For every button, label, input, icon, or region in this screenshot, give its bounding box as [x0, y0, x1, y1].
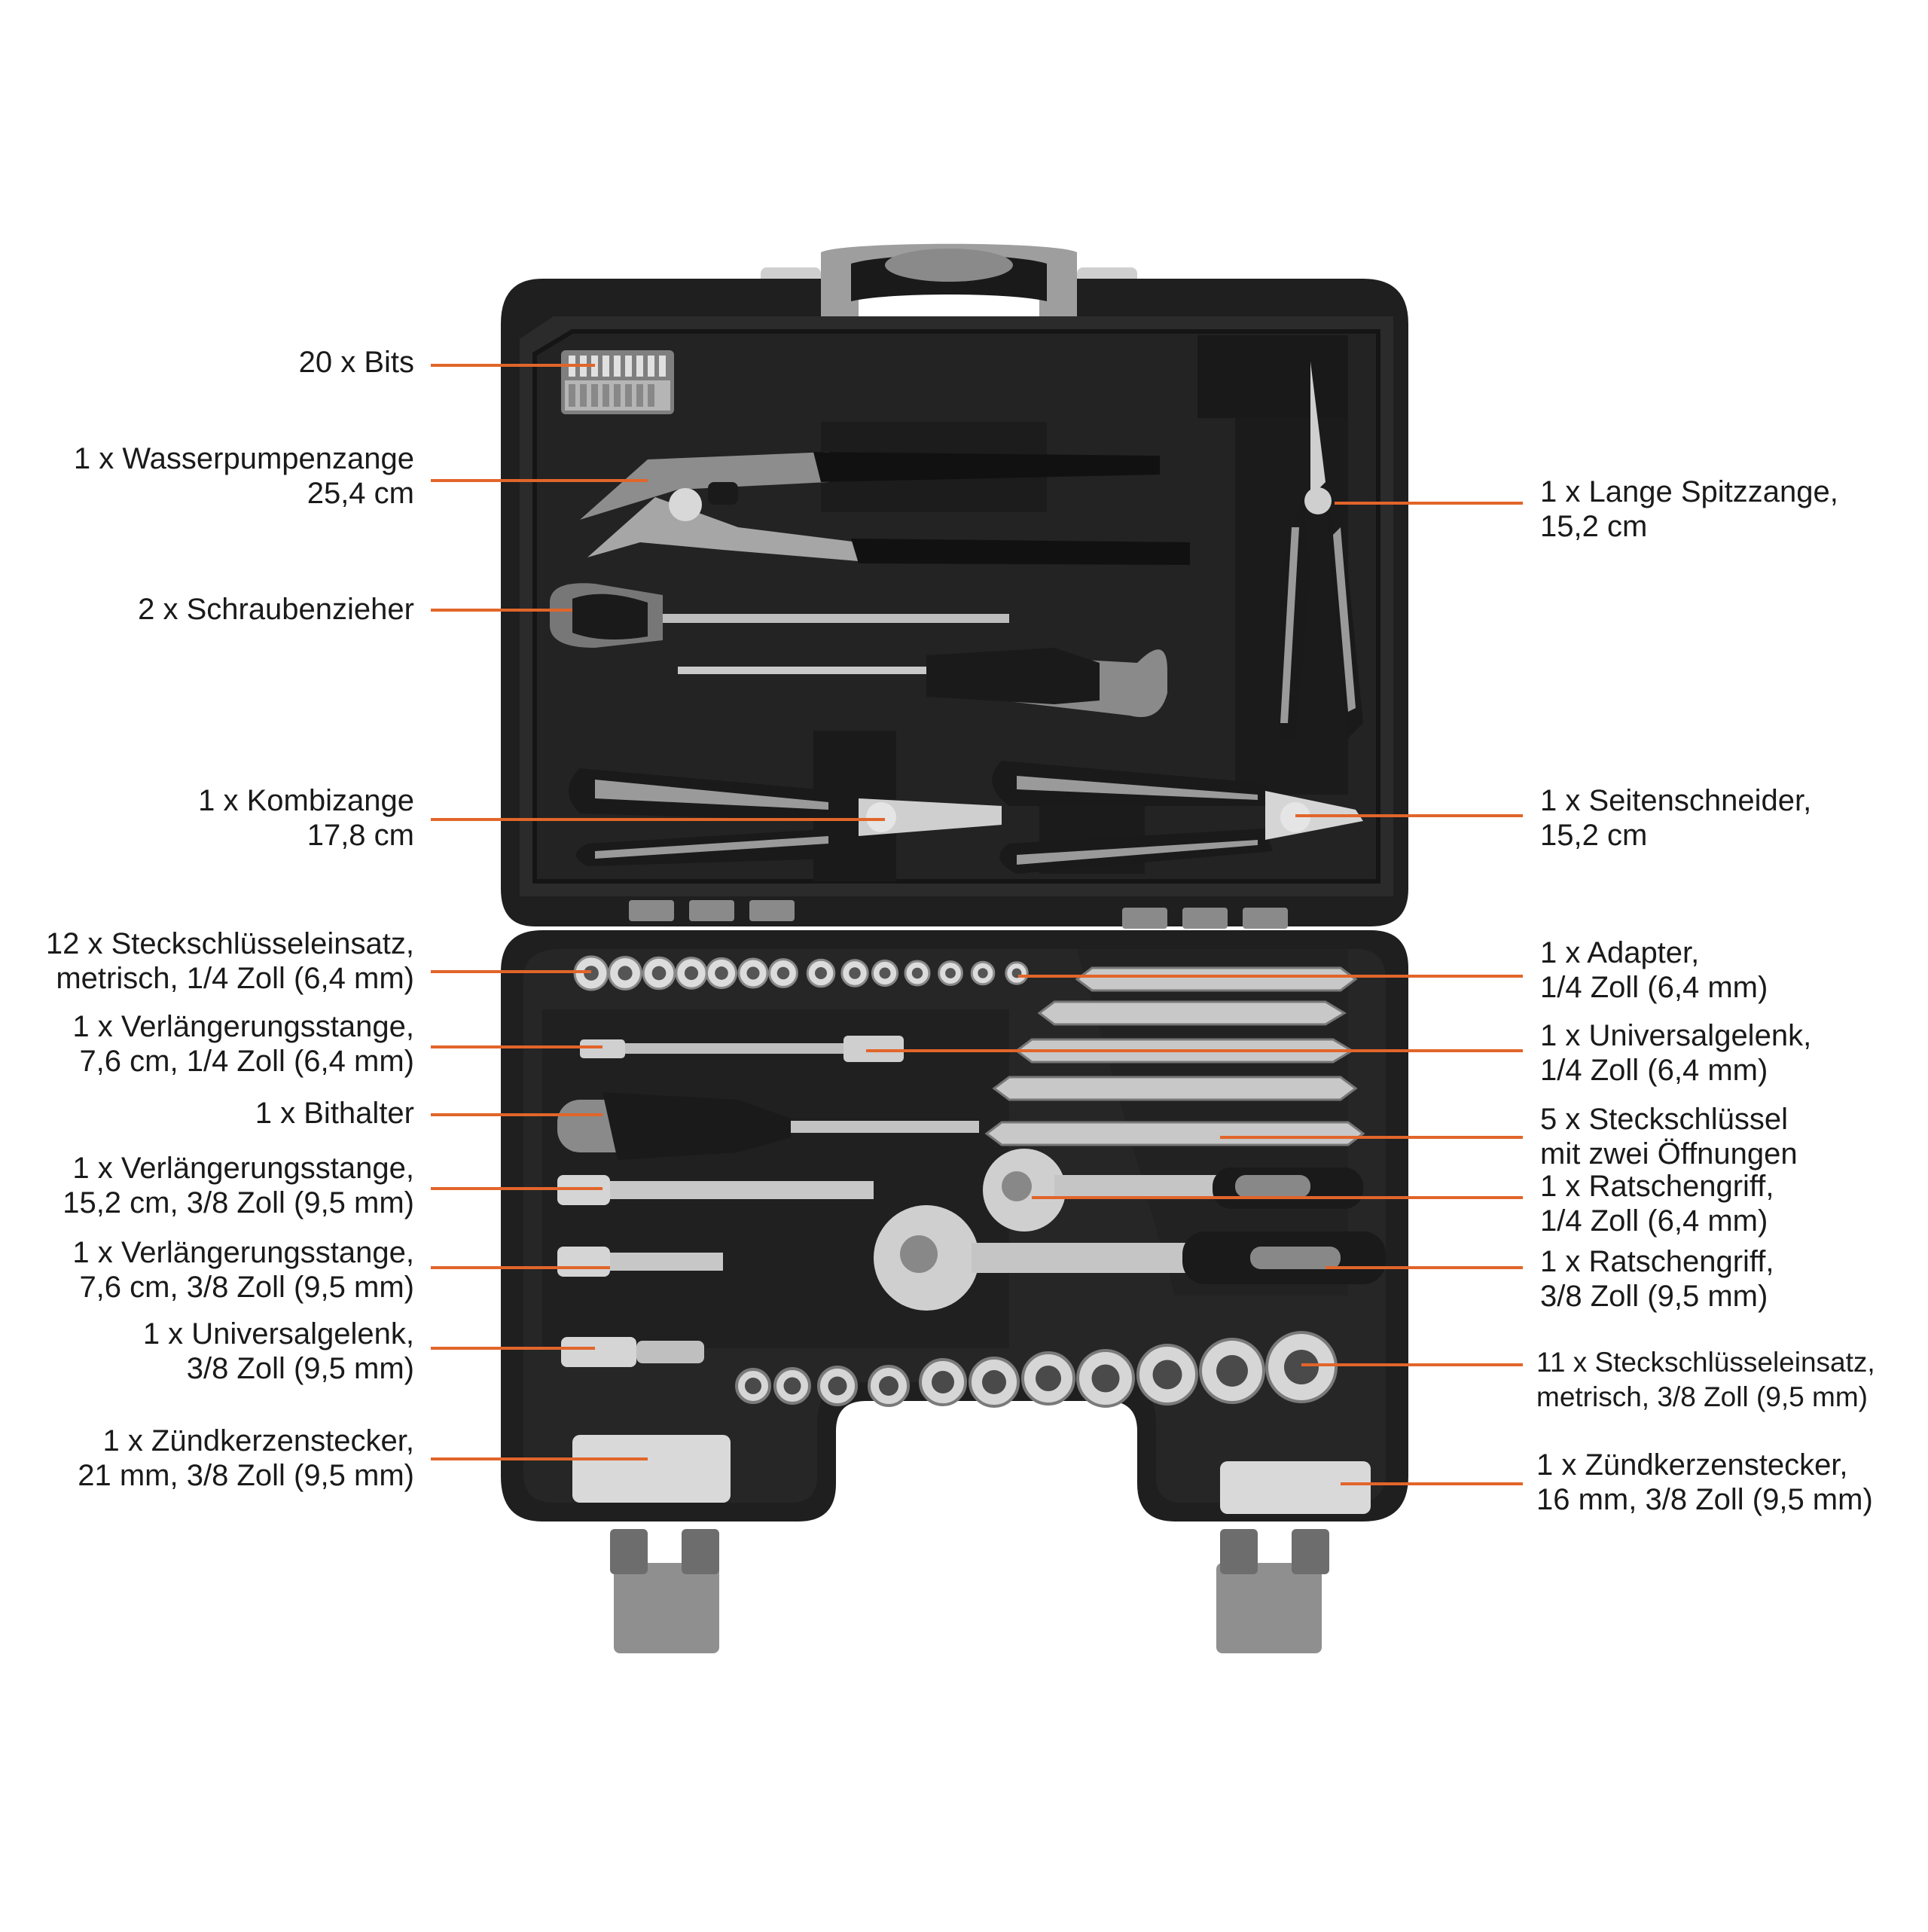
label-spark-plug-21mm: 1 x Zündkerzenstecker,21 mm, 3/8 Zoll (9… — [78, 1424, 414, 1492]
label-bits: 20 x Bits — [298, 346, 414, 379]
socket-bore — [1091, 1364, 1120, 1393]
socket-bore — [1036, 1366, 1061, 1391]
hinges — [629, 900, 1288, 929]
socket-bore — [814, 966, 828, 980]
bit-set — [561, 350, 674, 414]
label-sockets-three-eighth: 11 x Steckschlüsseleinsatz,metrisch, 3/8… — [1536, 1347, 1875, 1412]
socket-bore — [982, 1370, 1006, 1394]
socket-bore — [978, 968, 988, 978]
socket-bore — [715, 966, 728, 980]
socket-bore — [911, 967, 923, 979]
label-adapter: 1 x Adapter,1/4 Zoll (6,4 mm) — [1540, 936, 1768, 1004]
wrenches — [984, 966, 1365, 1146]
label-universal-joint-quarter: 1 x Universalgelenk,1/4 Zoll (6,4 mm) — [1540, 1019, 1812, 1087]
label-ratchet-quarter: 1 x Ratschengriff,1/4 Zoll (6,4 mm) — [1540, 1170, 1774, 1238]
label-side-cutters: 1 x Seitenschneider,15,2 cm — [1540, 784, 1812, 852]
socket-bore — [783, 1377, 801, 1395]
long-nose-pliers — [1280, 362, 1363, 738]
label-extension-15-2: 1 x Verlängerungsstange,15,2 cm, 3/8 Zol… — [63, 1152, 414, 1219]
sockets-three-eighth-inch — [735, 1331, 1338, 1408]
label-extension-7-6-quarter: 1 x Verlängerungsstange,7,6 cm, 1/4 Zoll… — [72, 1010, 414, 1078]
socket-bore — [945, 968, 956, 978]
label-extension-7-6-three-eighth: 1 x Verlängerungsstange,7,6 cm, 3/8 Zoll… — [72, 1236, 414, 1304]
sockets-quarter-inch — [573, 955, 1029, 991]
label-spark-plug-16mm: 1 x Zündkerzenstecker,16 mm, 3/8 Zoll (9… — [1536, 1448, 1873, 1516]
extension-bars-and-adapters — [557, 1036, 1371, 1514]
socket-bore — [1152, 1360, 1182, 1390]
socket-bore — [1284, 1350, 1319, 1384]
label-bit-holder: 1 x Bithalter — [255, 1097, 414, 1130]
combination-pliers — [569, 768, 1002, 866]
socket-bore — [746, 966, 760, 980]
socket-bore — [932, 1371, 954, 1393]
socket-bore — [828, 1376, 847, 1396]
label-screwdrivers: 2 x Schraubenzieher — [138, 593, 414, 626]
socket-bore — [849, 967, 861, 979]
socket-bore — [879, 1376, 898, 1396]
screwdrivers — [550, 583, 1167, 717]
ratchet-three-eighth-inch — [874, 1205, 1386, 1311]
label-long-nose-pliers: 1 x Lange Spitzzange,15,2 cm — [1540, 475, 1838, 543]
socket-bore — [879, 967, 891, 979]
socket-bore — [745, 1378, 761, 1394]
water-pump-pliers — [580, 452, 1190, 565]
socket-bore — [684, 966, 699, 981]
label-sockets-quarter-inch: 12 x Steckschlüsseleinsatz,metrisch, 1/4… — [45, 927, 414, 995]
socket-bore — [776, 966, 790, 980]
socket-bore — [651, 966, 667, 981]
label-ratchet-three-eighth: 1 x Ratschengriff,3/8 Zoll (9,5 mm) — [1540, 1245, 1774, 1313]
leader-lines — [431, 364, 1523, 1485]
socket-bore — [1216, 1355, 1248, 1387]
socket-bore — [618, 966, 633, 981]
label-universal-joint-three-eighth: 1 x Universalgelenk,3/8 Zoll (9,5 mm) — [142, 1317, 414, 1385]
